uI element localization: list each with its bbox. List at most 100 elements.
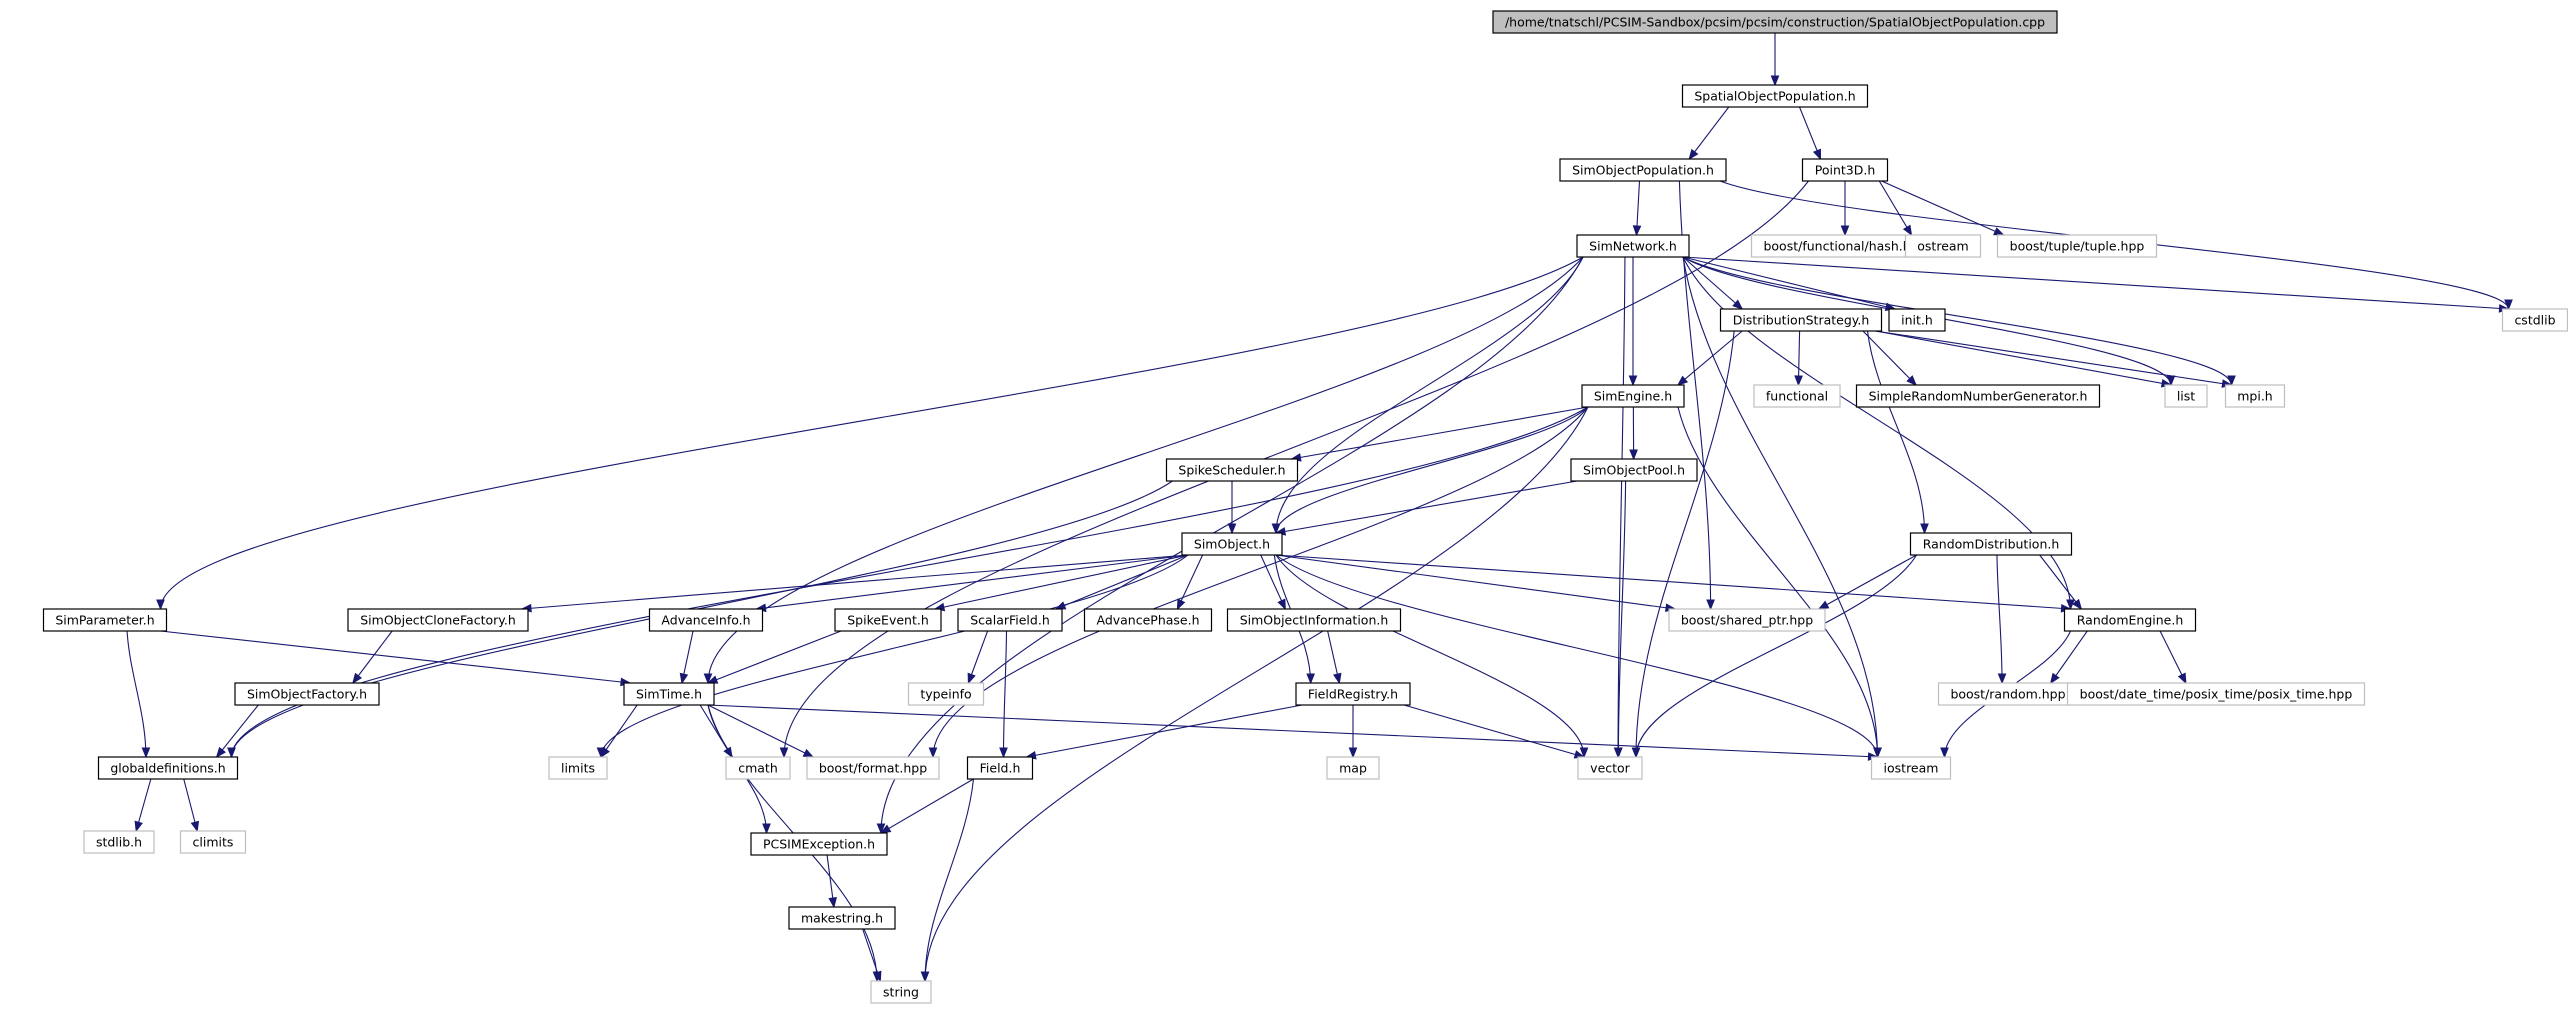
edge-line [756, 554, 1189, 610]
node-posix_time[interactable]: boost/date_time/posix_time/posix_time.hp… [2066, 682, 2366, 706]
edge-arrowhead [703, 673, 713, 685]
edge-SimTime-to-iostream [707, 704, 1879, 761]
edge-SpatialObjectPopulation-to-Point3D [1798, 106, 1822, 161]
node-ostream[interactable]: ostream [1904, 234, 1982, 258]
node-AdvancePhase[interactable]: AdvancePhase.h [1083, 608, 1213, 632]
edge-line [1682, 256, 1879, 758]
node-SimObjectPool[interactable]: SimObjectPool.h [1570, 458, 1698, 482]
node-label: Field.h [980, 761, 1021, 776]
node-globaldefinitions[interactable]: globaldefinitions.h [97, 756, 239, 780]
edge-arrowhead [1277, 598, 1286, 611]
node-functional[interactable]: functional [1753, 384, 1841, 408]
node-box [1681, 84, 1869, 108]
node-label: PCSIMException.h [763, 837, 875, 852]
node-RandomDistribution[interactable]: RandomDistribution.h [1909, 532, 2073, 556]
edge-line [1403, 704, 1585, 758]
node-DistributionStrategy[interactable]: DistributionStrategy.h [1719, 308, 1883, 332]
node-tuple[interactable]: boost/tuple/tuple.hpp [1996, 234, 2158, 258]
node-box [1888, 308, 1946, 332]
node-SimObject[interactable]: SimObject.h [1181, 532, 1283, 556]
node-typeinfo[interactable]: typeinfo [907, 682, 985, 706]
node-label: SimObjectFactory.h [247, 687, 367, 702]
node-SimpleRandomNumberGenerator[interactable]: SimpleRandomNumberGenerator.h [1855, 384, 2101, 408]
node-label: makestring.h [801, 911, 883, 926]
node-SimObjectCloneFactory[interactable]: SimObjectCloneFactory.h [347, 608, 529, 632]
edge-line [1677, 330, 1743, 386]
node-PCSIMException[interactable]: PCSIMException.h [750, 832, 888, 856]
node-box [1577, 756, 1643, 780]
edge-arrowhead [1628, 375, 1638, 387]
node-SpatialObjectPopulation[interactable]: SpatialObjectPopulation.h [1681, 84, 1869, 108]
node-ScalarField[interactable]: ScalarField.h [957, 608, 1063, 632]
node-stdlib[interactable]: stdlib.h [83, 830, 155, 854]
node-label: SimpleRandomNumberGenerator.h [1869, 389, 2088, 404]
edge-line [924, 406, 1589, 982]
edge-line [1617, 256, 1626, 758]
node-Point3D[interactable]: Point3D.h [1801, 158, 1889, 182]
edge-arrowhead [1688, 148, 1699, 161]
edge-arrowhead [967, 672, 976, 685]
node-SpikeEvent[interactable]: SpikeEvent.h [834, 608, 942, 632]
node-label: ScalarField.h [970, 613, 1050, 628]
node-FieldRegistry[interactable]: FieldRegistry.h [1295, 682, 1411, 706]
edge-SimObjectPool-to-vector [1614, 480, 1627, 759]
node-box [1753, 384, 1841, 408]
node-SimObjectInformation[interactable]: SimObjectInformation.h [1226, 608, 1402, 632]
node-label: map [1339, 761, 1367, 776]
node-label: SimEngine.h [1594, 389, 1672, 404]
node-label: boost/format.hpp [819, 761, 927, 776]
node-format[interactable]: boost/format.hpp [806, 756, 940, 780]
node-map[interactable]: map [1326, 756, 1380, 780]
edge-arrowhead [1840, 225, 1850, 237]
node-list[interactable]: list [2164, 384, 2208, 408]
node-hash[interactable]: boost/functional/hash.hpp [1750, 234, 1940, 258]
node-mpi[interactable]: mpi.h [2224, 384, 2286, 408]
node-root[interactable]: /home/tnatschl/PCSIM-Sandbox/pcsim/pcsim… [1492, 10, 2058, 34]
node-string[interactable]: string [870, 980, 932, 1004]
node-box [834, 608, 942, 632]
node-box [2224, 384, 2286, 408]
edge-FieldRegistry-to-vector [1403, 704, 1586, 759]
node-limits[interactable]: limits [548, 756, 608, 780]
edge-SimNetwork-to-RandomEngine [1682, 256, 2075, 611]
node-SimNetwork[interactable]: SimNetwork.h [1576, 234, 1690, 258]
node-cmath[interactable]: cmath [725, 756, 791, 780]
node-SimEngine[interactable]: SimEngine.h [1581, 384, 1685, 408]
edge-arrowhead [1629, 449, 1638, 461]
node-SimObjectPopulation[interactable]: SimObjectPopulation.h [1559, 158, 1727, 182]
edge-arrowhead [999, 747, 1008, 759]
node-climits[interactable]: climits [179, 830, 247, 854]
node-label: boost/random.hpp [1950, 687, 2065, 702]
node-cstdlib[interactable]: cstdlib [2501, 308, 2568, 332]
edge-line [1866, 330, 1926, 534]
node-label: typeinfo [920, 687, 971, 702]
node-SimTime[interactable]: SimTime.h [623, 682, 715, 706]
node-box [1855, 384, 2101, 408]
node-random[interactable]: boost/random.hpp [1937, 682, 2079, 706]
node-AdvanceInfo[interactable]: AdvanceInfo.h [648, 608, 764, 632]
node-SpikeScheduler[interactable]: SpikeScheduler.h [1165, 458, 1299, 482]
edge-RandomDistribution-to-RandomEngine [2039, 554, 2083, 611]
node-label: SimNetwork.h [1589, 239, 1677, 254]
edge-line [2159, 630, 2187, 684]
node-box [2063, 608, 2197, 632]
node-box [179, 830, 247, 854]
node-box [1996, 234, 2158, 258]
edge-SimObjectFactory-to-globaldefinitions [215, 704, 259, 759]
node-label: AdvancePhase.h [1096, 613, 1199, 628]
edge-line [1026, 704, 1303, 758]
edge-line [1881, 180, 2004, 236]
edge-line [1862, 330, 1917, 386]
node-RandomEngine[interactable]: RandomEngine.h [2063, 608, 2197, 632]
edge-ScalarField-to-typeinfo [967, 630, 989, 685]
node-init[interactable]: init.h [1888, 308, 1946, 332]
node-SimObjectFactory[interactable]: SimObjectFactory.h [234, 682, 380, 706]
node-box [725, 756, 791, 780]
node-iostream[interactable]: iostream [1870, 756, 1952, 780]
node-vector[interactable]: vector [1577, 756, 1643, 780]
node-box [1570, 458, 1698, 482]
node-shared_ptr[interactable]: boost/shared_ptr.hpp [1668, 608, 1826, 632]
node-makestring[interactable]: makestring.h [788, 906, 896, 930]
node-Field[interactable]: Field.h [966, 756, 1034, 780]
node-SimParameter[interactable]: SimParameter.h [42, 608, 168, 632]
